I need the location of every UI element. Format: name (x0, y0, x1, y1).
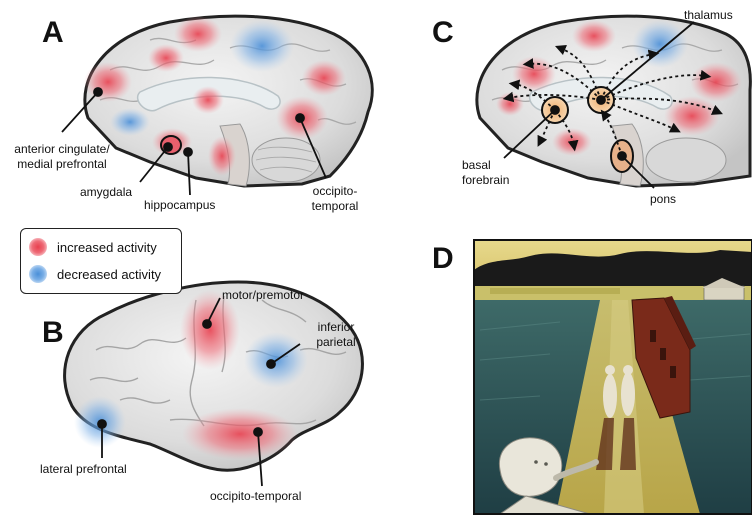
label-inferior-line1: inferior (306, 320, 366, 335)
legend-decreased: decreased activity (29, 265, 161, 283)
label-occipito-line1: occipito- (300, 184, 370, 199)
label-forebrain-line2: forebrain (462, 173, 509, 188)
panel-c-brain (477, 16, 750, 186)
panel-d-painting (474, 240, 752, 514)
label-basal-line1: basal (462, 158, 509, 173)
legend-increased: increased activity (29, 238, 157, 256)
legend: increased activity decreased activity (20, 228, 182, 294)
legend-increased-swatch (29, 238, 47, 256)
panel-d-label: D (432, 244, 454, 274)
label-lateral-prefrontal: lateral prefrontal (40, 462, 127, 477)
label-parietal-line2: parietal (306, 335, 366, 350)
legend-decreased-swatch (29, 265, 47, 283)
label-medial-prefrontal: medial prefrontal (0, 157, 124, 172)
label-hippocampus: hippocampus (144, 198, 215, 213)
label-inferior-parietal: inferior parietal (306, 320, 366, 350)
legend-increased-label: increased activity (57, 240, 157, 255)
panel-c-label: C (432, 18, 454, 48)
label-temporal-line2: temporal (300, 199, 370, 214)
label-occipito-temporal-a: occipito- temporal (300, 184, 370, 214)
label-anterior-cingulate-line1: anterior cingulate/ (0, 142, 124, 157)
label-occipito-temporal-b: occipito-temporal (210, 489, 301, 504)
label-pons: pons (650, 192, 676, 207)
panel-b-label: B (42, 318, 64, 348)
panel-a-brain (84, 16, 372, 186)
label-motor-premotor: motor/premotor (222, 288, 304, 303)
label-anterior-cingulate: anterior cingulate/ medial prefrontal (0, 142, 124, 172)
label-basal-forebrain: basal forebrain (462, 158, 509, 188)
label-amygdala: amygdala (80, 185, 132, 200)
label-thalamus: thalamus (684, 8, 733, 23)
panel-a-label: A (42, 18, 64, 48)
legend-decreased-label: decreased activity (57, 267, 161, 282)
